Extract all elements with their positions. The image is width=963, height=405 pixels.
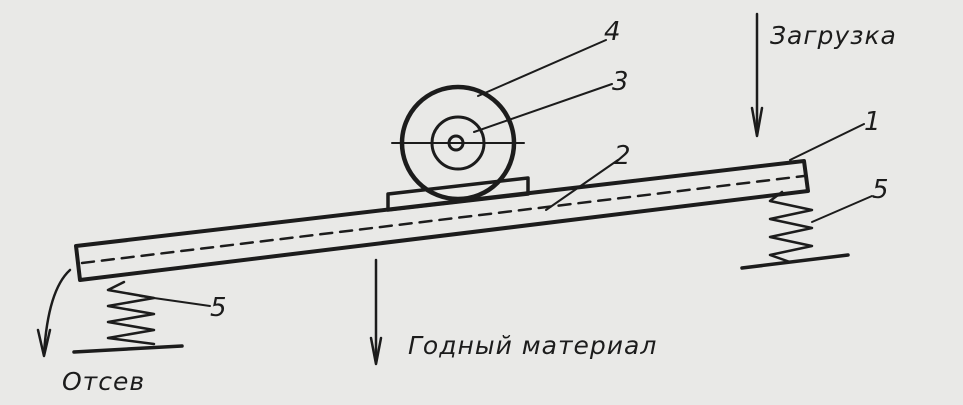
loading-label: Загрузка bbox=[770, 21, 897, 50]
loading-arrow bbox=[750, 12, 764, 138]
leader-1 bbox=[789, 123, 865, 161]
vibrator-base bbox=[386, 176, 530, 212]
spring-left bbox=[72, 280, 184, 354]
callout-3: 3 bbox=[612, 67, 629, 97]
vibrator bbox=[391, 84, 525, 202]
callout-1: 1 bbox=[864, 107, 881, 137]
leader-2 bbox=[545, 159, 619, 211]
screen-deck bbox=[74, 159, 810, 282]
spring-left-ground bbox=[72, 344, 184, 354]
good-material-arrow bbox=[369, 258, 383, 366]
leader-5-right bbox=[811, 195, 873, 223]
callout-5-right: 5 bbox=[872, 175, 889, 205]
screenings-arrow bbox=[36, 268, 72, 358]
leader-lines bbox=[139, 39, 873, 307]
leader-3 bbox=[473, 83, 613, 133]
screenings-label: Отсев bbox=[62, 367, 145, 396]
callout-5-left: 5 bbox=[210, 293, 227, 323]
leader-5-left bbox=[139, 295, 211, 307]
spring-right-ground bbox=[740, 253, 850, 270]
spring-right bbox=[740, 190, 850, 270]
callout-2: 2 bbox=[614, 141, 631, 171]
sieve-line bbox=[80, 174, 806, 265]
leader-4 bbox=[477, 39, 607, 97]
callout-4: 4 bbox=[604, 17, 621, 47]
good-material-label: Годный материал bbox=[408, 331, 657, 360]
